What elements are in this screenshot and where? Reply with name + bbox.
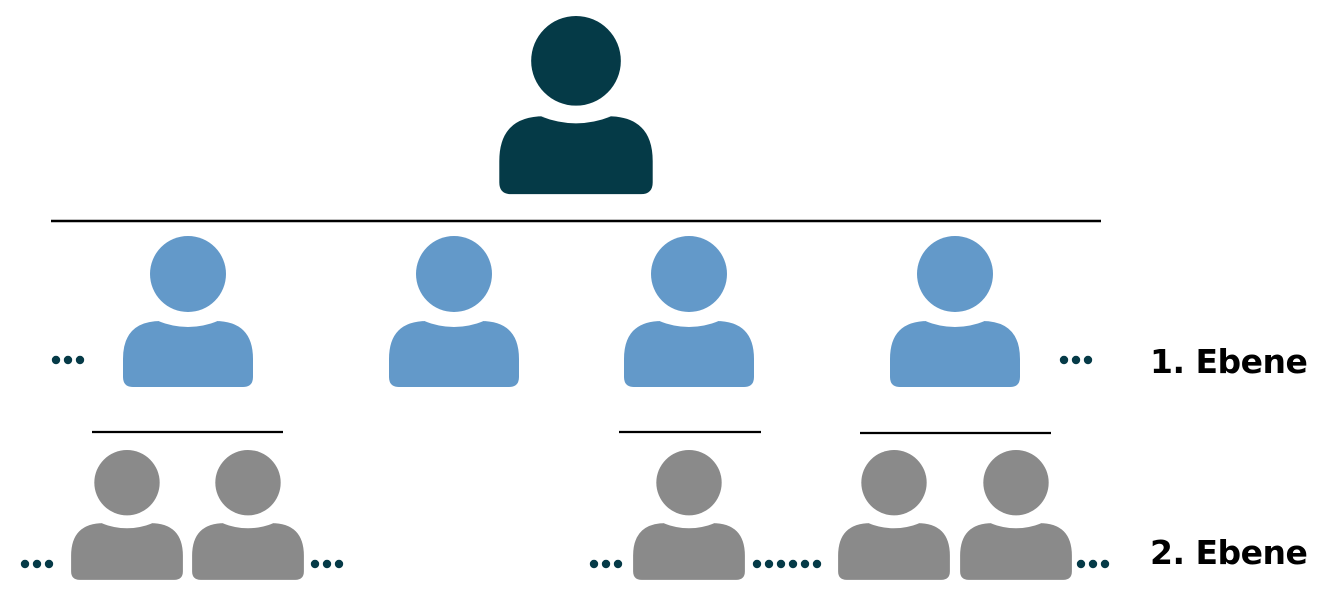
level-1-person-icon-3 bbox=[624, 236, 754, 387]
level-2-person-icon-1 bbox=[71, 450, 183, 580]
level-1-person-icon-4 bbox=[890, 236, 1020, 387]
level-1-label: 1. Ebene bbox=[1150, 342, 1308, 381]
level-2-person-icon-4 bbox=[838, 450, 950, 580]
level-2-person-icon-3 bbox=[633, 450, 745, 580]
level-2-ellipsis-5-icon bbox=[1076, 559, 1110, 569]
level-2-person-icon-5 bbox=[960, 450, 1072, 580]
level-2-ellipsis-4-icon bbox=[752, 559, 822, 569]
level-2-person-icon-2 bbox=[192, 450, 304, 580]
level-1-person-icon-1 bbox=[123, 236, 253, 387]
top-person-icon bbox=[499, 16, 653, 195]
level-1-ellipsis-left-icon bbox=[51, 355, 85, 365]
level-2-label: 2. Ebene bbox=[1150, 533, 1308, 572]
level-1-person-icon-2 bbox=[389, 236, 519, 387]
level-2-ellipsis-2-icon bbox=[310, 559, 344, 569]
level-2-ellipsis-3-icon bbox=[589, 559, 623, 569]
level-1-ellipsis-right-icon bbox=[1059, 355, 1093, 365]
level-2-ellipsis-1-icon bbox=[20, 559, 54, 569]
